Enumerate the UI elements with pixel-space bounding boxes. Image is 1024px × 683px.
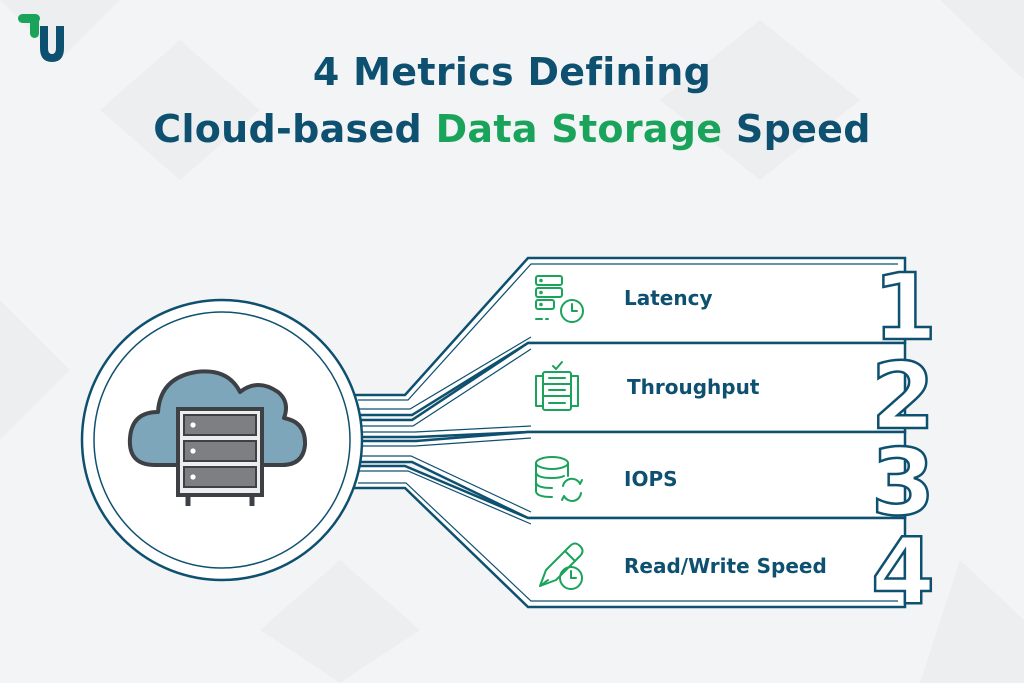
database-sync-icon: [535, 456, 583, 502]
title-line-2-end: Speed: [722, 107, 871, 151]
metric-label-latency: Latency: [624, 286, 713, 310]
title-line-1: 4 Metrics Defining: [312, 50, 712, 94]
page-title: 4 Metrics Defining Cloud-based Data Stor…: [0, 44, 1024, 158]
server-check-icon: [535, 361, 579, 411]
metric-label-throughput: Throughput: [627, 375, 760, 399]
pen-clock-icon: [539, 542, 584, 590]
band-4: [348, 464, 907, 609]
cloud-server-icon: [127, 369, 308, 506]
tu-logo-icon[interactable]: [18, 14, 68, 74]
server-clock-icon: [535, 275, 584, 323]
title-accent: Data Storage: [435, 107, 723, 151]
metric-number-2: 2: [871, 343, 935, 450]
title-line-2: Cloud-based Data Storage Speed: [0, 101, 1024, 158]
title-line-2-start: Cloud-based: [153, 107, 436, 151]
metric-number-1: 1: [873, 254, 937, 361]
metric-label-iops: IOPS: [624, 467, 678, 491]
metric-number-4: 4: [871, 518, 935, 625]
metric-label-read-write-speed: Read/Write Speed: [624, 554, 827, 578]
metric-number-3: 3: [871, 429, 935, 536]
